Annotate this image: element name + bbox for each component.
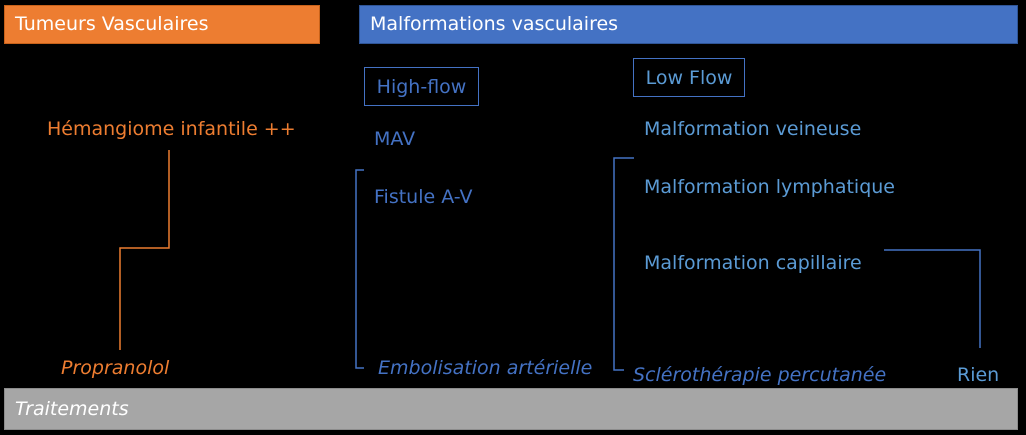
low-flow-box: Low Flow — [633, 58, 745, 97]
propranolol-label: Propranolol — [61, 357, 170, 379]
high-flow-bracket — [355, 169, 364, 369]
lymphatic-malformation-label: Malformation lymphatique — [644, 176, 895, 198]
sclerotherapy-label: Sclérothérapie percutanée — [633, 364, 887, 386]
embolization-label: Embolisation artérielle — [378, 357, 593, 379]
high-flow-box: High-flow — [364, 67, 479, 106]
venous-malformation-label: Malformation veineuse — [644, 118, 862, 140]
hemangioma-label: Hémangiome infantile ++ — [47, 118, 296, 140]
low-flow-bracket — [613, 157, 634, 371]
tumors-header: Tumeurs Vasculaires — [4, 5, 320, 44]
capillary-malformation-label: Malformation capillaire — [644, 252, 862, 274]
capillary-connector — [884, 249, 981, 348]
fistula-label: Fistule A-V — [374, 186, 473, 208]
hemangioma-connector — [119, 150, 170, 350]
malformations-header: Malformations vasculaires — [359, 5, 1018, 44]
treatments-bar: Traitements — [4, 388, 1018, 430]
rien-label: Rien — [957, 364, 1000, 386]
mav-label: MAV — [374, 128, 416, 150]
